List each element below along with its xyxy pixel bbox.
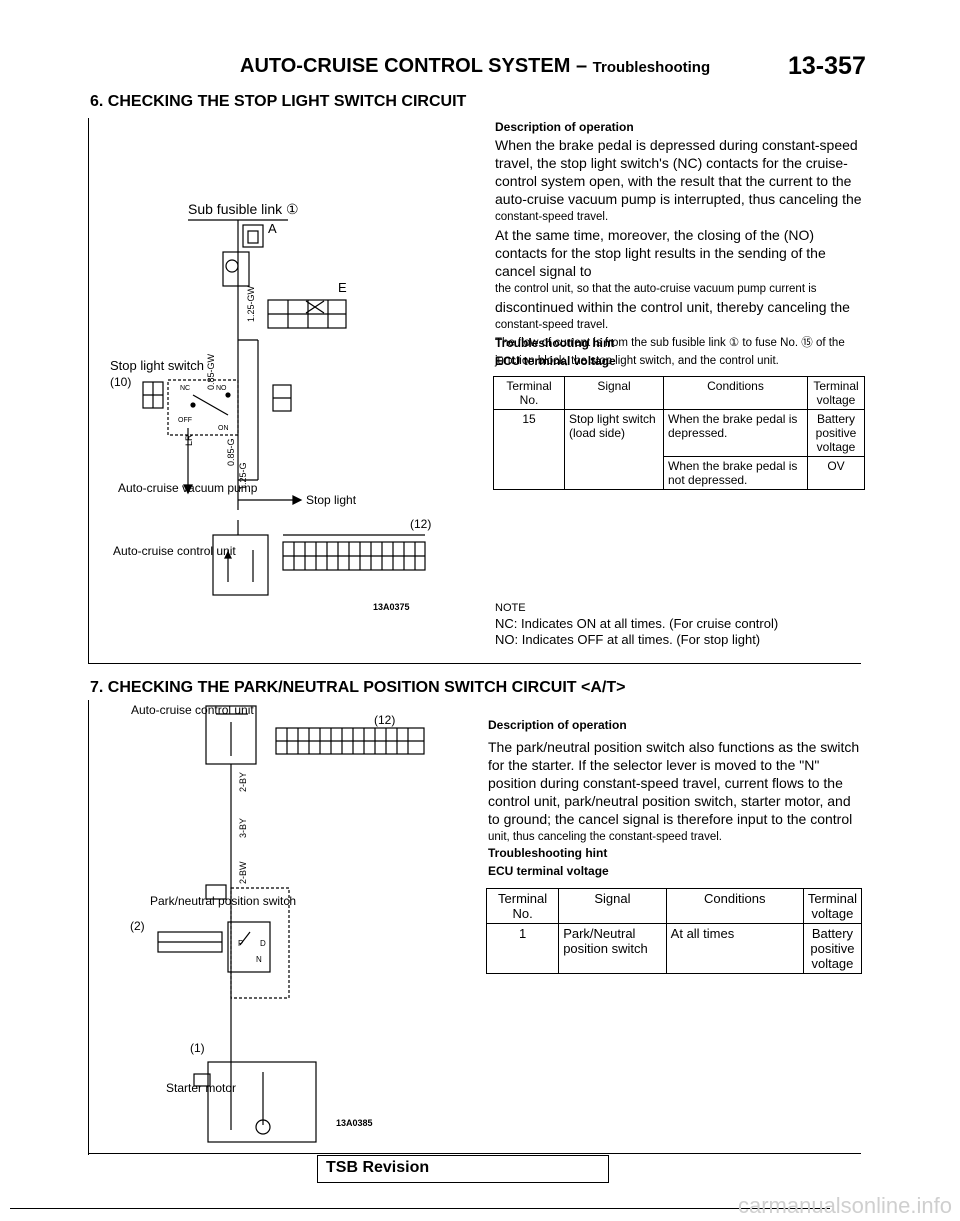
wire-125-gw: 1.25-GW bbox=[246, 285, 256, 322]
header-voltage: Terminal voltage bbox=[802, 888, 863, 924]
stop-light-label: Stop light bbox=[306, 493, 357, 507]
section-7-title: 7. CHECKING THE PARK/NEUTRAL POSITION SW… bbox=[90, 679, 626, 696]
wire-085-g: 0.85-G bbox=[226, 438, 236, 466]
on-label: ON bbox=[218, 425, 229, 432]
section-6-para-b-small: the control unit, so that the auto-cruis… bbox=[495, 283, 817, 295]
page-header-title: AUTO-CRUISE CONTROL SYSTEM – Troubleshoo… bbox=[240, 55, 710, 78]
section-6-para-b2: discontinued within the control unit, th… bbox=[495, 299, 850, 315]
bottom-divider bbox=[88, 1153, 861, 1154]
section-6-description-heading: Description of operation bbox=[495, 120, 634, 134]
section-7-description-heading: Description of operation bbox=[488, 718, 627, 732]
control-unit-label: Auto-cruise control unit bbox=[113, 544, 236, 558]
wire-3by: 3-BY bbox=[238, 818, 248, 838]
voltage-cell: Battery positive voltage bbox=[802, 923, 863, 974]
header-signal: Signal bbox=[564, 376, 664, 410]
footer-rule bbox=[10, 1208, 830, 1209]
terminal-cell: 1 bbox=[485, 923, 560, 974]
header-terminal: Terminal No. bbox=[485, 888, 560, 924]
table-row: 1 Park/Neutral position switch At all ti… bbox=[485, 923, 863, 974]
table-header-row: Terminal No. Signal Conditions Terminal … bbox=[493, 376, 865, 410]
tsb-revision-box: TSB Revision bbox=[317, 1155, 609, 1183]
section-6-para-a-end: constant-speed travel. bbox=[495, 211, 609, 223]
condition-cell: When the brake pedal is depressed. bbox=[663, 409, 808, 457]
stop-light-switch-label: Stop light switch bbox=[110, 358, 204, 373]
note-nc: NC: Indicates ON at all times. (For crui… bbox=[495, 616, 779, 631]
section-7-ecu-voltage: ECU terminal voltage bbox=[488, 864, 609, 878]
header-subtitle: Troubleshooting bbox=[592, 59, 711, 76]
section-7-ecu-table: Terminal No. Signal Conditions Terminal … bbox=[485, 888, 863, 974]
header-conditions: Conditions bbox=[665, 888, 804, 924]
section-7-hint: Troubleshooting hint bbox=[488, 846, 608, 860]
park-neutral-switch-label: Park/neutral position switch bbox=[150, 894, 296, 908]
header-conditions: Conditions bbox=[663, 376, 808, 410]
section-7-para: The park/neutral position switch also fu… bbox=[488, 739, 860, 827]
section-6-para-c: The flow of current is from the sub fusi… bbox=[495, 337, 845, 367]
table-row: When the brake pedal is not depressed. O… bbox=[494, 456, 865, 490]
table-row: 15 Stop light switch (load side) When th… bbox=[493, 409, 865, 490]
connector-a-label: A bbox=[268, 221, 277, 236]
connector-1-label: (1) bbox=[190, 1041, 205, 1055]
header-terminal: Terminal No. bbox=[493, 376, 565, 410]
watermark-url: carmanualsonline.info bbox=[737, 1193, 952, 1218]
no-label: NO bbox=[216, 385, 227, 392]
section-7-left-border bbox=[88, 700, 89, 1155]
voltage-cell: Battery positive voltage bbox=[807, 409, 865, 457]
condition-cell: At all times bbox=[665, 923, 804, 974]
section-6-para-a: When the brake pedal is depressed during… bbox=[495, 137, 862, 207]
section-divider bbox=[88, 663, 861, 664]
section-7-description: The park/neutral position switch also fu… bbox=[488, 738, 863, 846]
section-6-left-border bbox=[88, 118, 89, 663]
switch-d-label: D bbox=[260, 939, 266, 948]
switch-p-label: P bbox=[238, 939, 243, 948]
connector-e-label: E bbox=[338, 280, 347, 295]
vacuum-pump-label: Auto-cruise vacuum pump bbox=[118, 481, 258, 495]
connector-10-label: (10) bbox=[110, 375, 131, 389]
section-6-hint: Troubleshooting hint bbox=[495, 336, 615, 350]
condition-cell: When the brake pedal is not depressed. bbox=[663, 456, 808, 490]
note-no: NO: Indicates OFF at all times. (For sto… bbox=[495, 632, 761, 647]
wire-125-g: 1.25-G bbox=[238, 462, 248, 490]
voltage-cell: OV bbox=[807, 456, 865, 490]
nc-label: NC bbox=[180, 385, 190, 392]
terminal-cell: 15 bbox=[493, 409, 565, 490]
signal-cell: Stop light switch (load side) bbox=[564, 409, 664, 490]
page-number: 13-357 bbox=[788, 52, 866, 80]
header-signal: Signal bbox=[558, 888, 667, 924]
section-6-ecu-voltage: ECU terminal voltage bbox=[495, 354, 616, 368]
section-6-title: 6. CHECKING THE STOP LIGHT SWITCH CIRCUI… bbox=[90, 93, 467, 110]
header-title: AUTO-CRUISE CONTROL SYSTEM bbox=[240, 55, 571, 77]
table-header-row: Terminal No. Signal Conditions Terminal … bbox=[485, 888, 863, 924]
park-neutral-switch-circuit-diagram: Auto-cruise control unit (12) Park/neutr… bbox=[130, 703, 425, 1143]
header-dash: – bbox=[575, 55, 588, 77]
connector-12-label-2: (12) bbox=[374, 713, 395, 727]
header-voltage: Terminal voltage bbox=[807, 376, 865, 410]
connector-2-label: (2) bbox=[130, 919, 145, 933]
section-6-ecu-table: Terminal No. Signal Conditions Terminal … bbox=[493, 376, 865, 490]
figure-code-13a0375: 13A0375 bbox=[373, 602, 410, 612]
section-6-para-b-end: constant-speed travel. bbox=[495, 319, 609, 331]
wire-2by: 2-BY bbox=[238, 772, 248, 792]
control-unit-label-2: Auto-cruise control unit bbox=[131, 703, 254, 717]
section-6-note: NOTE NC: Indicates ON at all times. (For… bbox=[495, 600, 865, 648]
note-title: NOTE bbox=[495, 602, 526, 614]
section-6-para-b: At the same time, moreover, the closing … bbox=[495, 227, 826, 279]
figure-code-13a0385: 13A0385 bbox=[336, 1118, 373, 1128]
switch-n-label: N bbox=[256, 955, 262, 964]
section-7-para-end: unit, thus canceling the constant-speed … bbox=[488, 831, 722, 843]
signal-cell: Park/Neutral position switch bbox=[558, 923, 667, 974]
sub-fusible-link-label: Sub fusible link ① bbox=[188, 201, 299, 217]
wire-2bw: 2-BW bbox=[238, 861, 248, 884]
off-label: OFF bbox=[178, 417, 192, 424]
starter-motor-label: Starter motor bbox=[166, 1081, 236, 1095]
stop-light-switch-circuit-diagram: Sub fusible link ① A E Stop light switch… bbox=[110, 201, 431, 612]
wire-lr: LR bbox=[184, 434, 194, 446]
wire-085-gw: 0.85-GW bbox=[206, 353, 216, 390]
connector-12-label: (12) bbox=[410, 517, 431, 531]
section-6-description: When the brake pedal is depressed during… bbox=[495, 136, 865, 370]
